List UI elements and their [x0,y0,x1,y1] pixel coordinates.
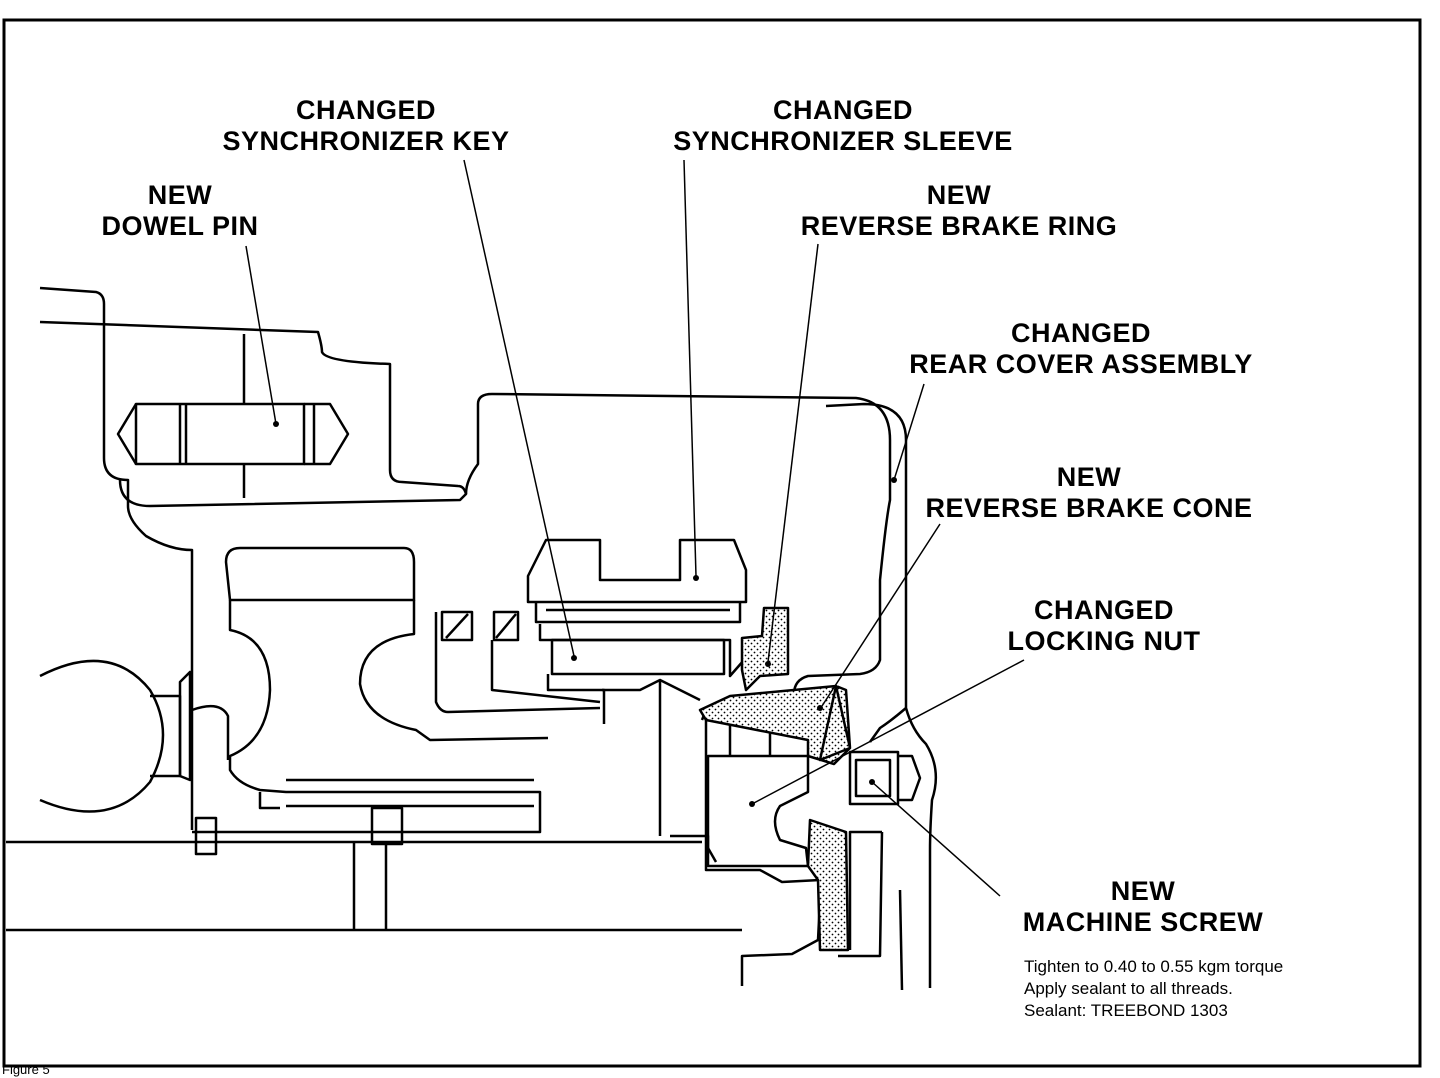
leader-reverse-brake-cone [821,523,941,707]
dowel-pin [116,334,350,498]
label-line: LOCKING NUT [1007,626,1201,656]
housing-outline-inner [39,320,468,508]
label-line: NEW [1056,462,1122,492]
label-line: DOWEL PIN [101,211,259,241]
lower-rear-casing [740,899,822,986]
label-line: SYNCHRONIZER SLEEVE [673,126,1013,156]
note-line: Sealant: TREEBOND 1303 [1024,1001,1228,1020]
label-new-reverse-brake-ring: NEW REVERSE BRAKE RING [801,180,1118,242]
label-line: REAR COVER ASSEMBLY [909,349,1253,379]
torque-note: Tighten to 0.40 to 0.55 kgm torque Apply… [1024,956,1283,1022]
label-line: MACHINE SCREW [1022,907,1264,937]
main-housing-block [224,546,416,602]
synchronizer-key [550,638,726,676]
note-line: Apply sealant to all threads. [1024,979,1233,998]
label-new-reverse-brake-cone: NEW REVERSE BRAKE CONE [925,462,1252,524]
note-line: Tighten to 0.40 to 0.55 kgm torque [1024,957,1284,976]
housing-outline-upper [39,286,194,830]
leader-locking-nut [751,659,1025,805]
rear-cover-skirt [838,831,884,958]
leader-reverse-brake-ring [767,243,819,663]
label-line: CHANGED [772,95,913,125]
label-line: CHANGED [1033,595,1175,625]
rear-cover-wall [868,707,907,743]
leader-synchronizer-key [463,159,575,657]
label-new-dowel-pin: NEW DOWEL PIN [101,180,258,242]
leader-machine-screw [871,781,1001,897]
left-bearing [39,659,165,813]
label-line: SYNCHRONIZER KEY [222,126,510,156]
label-changed-synchronizer-sleeve: CHANGED SYNCHRONIZER SLEEVE [673,95,1013,157]
cone-lower-wedge [806,818,850,952]
label-changed-locking-nut: CHANGED LOCKING NUT [1008,595,1201,657]
label-line: REVERSE BRAKE RING [800,211,1118,241]
synchronizer-sleeve [526,538,748,604]
diagram-frame [2,18,1422,1068]
housing-step [464,392,892,695]
label-line: NEW [147,180,213,210]
label-line: REVERSE BRAKE CONE [925,493,1253,523]
label-line: NEW [1110,876,1176,906]
label-line: NEW [926,180,992,210]
machine-screw [848,750,922,806]
leader-dowel-pin [245,245,277,425]
label-line: CHANGED [295,95,436,125]
reverse-brake-cone [698,684,852,766]
locking-nut [706,754,810,868]
label-changed-rear-cover-assembly: CHANGED REAR COVER ASSEMBLY [909,318,1253,380]
leader-rear-cover [893,383,925,481]
reverse-brake-ring [740,606,790,692]
figure-caption: Figure 5 [2,1062,50,1077]
label-new-machine-screw: NEW MACHINE SCREW [1023,876,1264,938]
label-line: CHANGED [1010,318,1151,348]
leader-synchronizer-sleeve [683,159,697,577]
rear-cover-outer [825,402,938,988]
rear-cover-inner [848,830,882,950]
label-changed-synchronizer-key: CHANGED SYNCHRONIZER KEY [222,95,509,157]
